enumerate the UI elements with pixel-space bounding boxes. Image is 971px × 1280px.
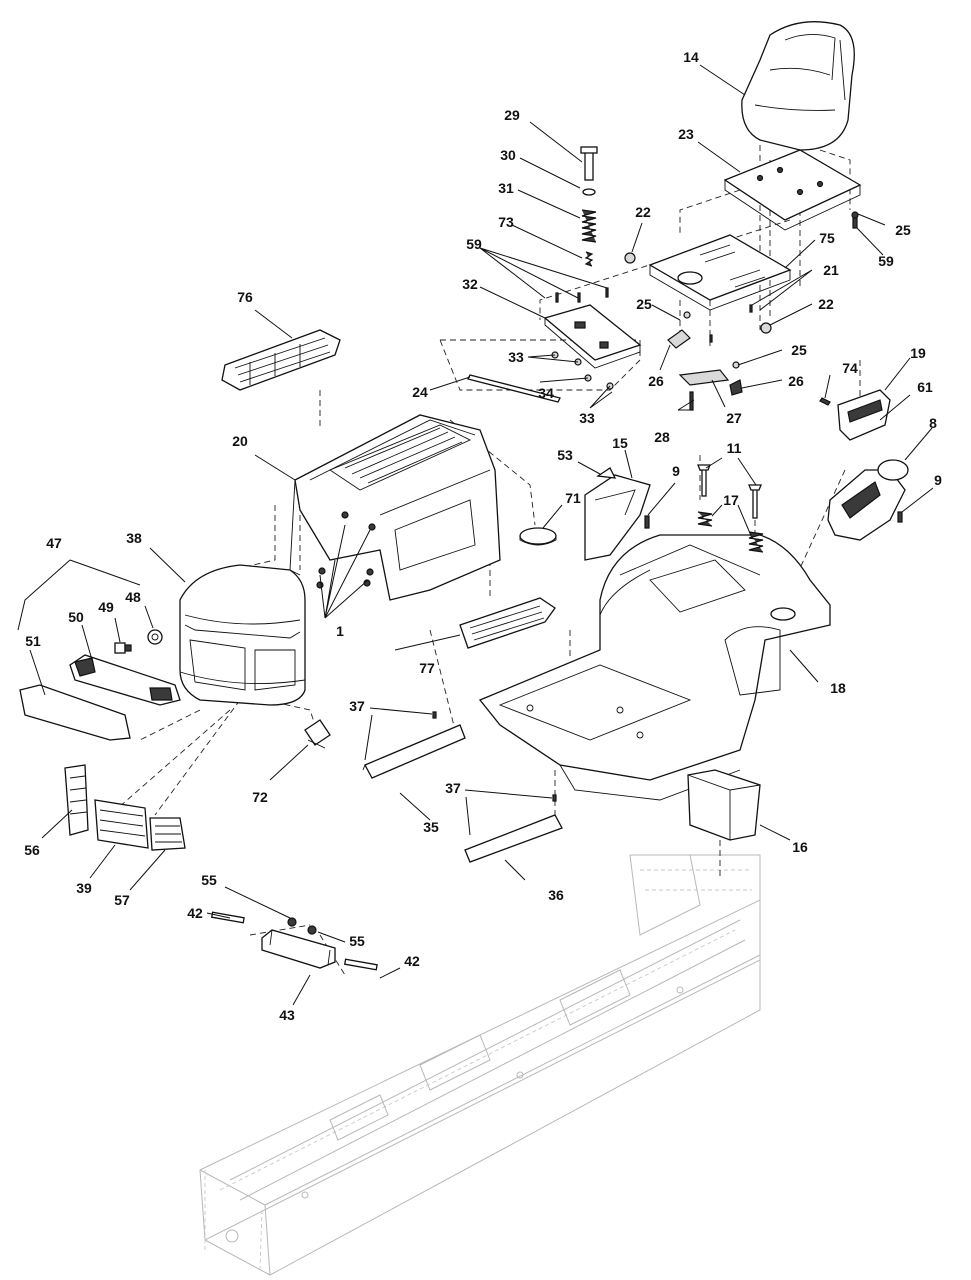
callout-28: 28 (654, 429, 670, 445)
callout-36: 36 (548, 887, 564, 903)
callout-42-right: 42 (404, 953, 420, 969)
callout-47: 47 (46, 535, 62, 551)
spring-bolts (697, 464, 764, 553)
fender-deck (478, 534, 831, 801)
callout-15: 15 (612, 435, 628, 451)
callout-59-right: 59 (878, 253, 894, 269)
callout-14: 14 (683, 49, 699, 65)
callout-73: 73 (498, 214, 514, 230)
chassis-frame-ghost (199, 854, 761, 1276)
seat-spring-stack (580, 146, 598, 267)
callout-56: 56 (24, 842, 40, 858)
headlight-parts (19, 629, 181, 741)
callout-35: 35 (423, 819, 439, 835)
seat (741, 21, 855, 151)
callout-30: 30 (500, 147, 516, 163)
side-vent (459, 597, 556, 649)
callout-26-left: 26 (648, 373, 664, 389)
callout-38: 38 (126, 530, 142, 546)
callout-29: 29 (504, 107, 520, 123)
callout-27: 27 (726, 410, 742, 426)
seat-pan (723, 149, 862, 231)
callout-37-right: 37 (445, 780, 461, 796)
callout-42-left: 42 (187, 905, 203, 921)
callout-24: 24 (412, 384, 428, 400)
hood-clip (304, 719, 331, 749)
callout-59-left: 59 (466, 236, 482, 252)
callout-21: 21 (823, 262, 839, 278)
callout-26-right: 26 (788, 373, 804, 389)
callout-8: 8 (929, 415, 937, 431)
console-right (827, 389, 909, 541)
callout-22-right: 22 (818, 296, 834, 312)
callout-16: 16 (792, 839, 808, 855)
callout-43: 43 (279, 1007, 295, 1023)
callout-49: 49 (98, 599, 114, 615)
callout-9-left: 9 (672, 463, 680, 479)
callout-25-low: 25 (791, 342, 807, 358)
callout-1: 1 (336, 623, 344, 639)
hood (289, 414, 501, 601)
callout-20: 20 (232, 433, 248, 449)
callout-74: 74 (842, 360, 858, 376)
callout-55-top: 55 (201, 872, 217, 888)
adjuster-parts (667, 329, 743, 411)
callout-17: 17 (723, 492, 739, 508)
callout-50: 50 (68, 609, 84, 625)
seat-bracket (648, 234, 792, 311)
callout-9-right: 9 (934, 472, 942, 488)
callout-25-mid: 25 (636, 296, 652, 312)
grille-housing (179, 564, 306, 706)
callout-39: 39 (76, 880, 92, 896)
callout-numbers: 14 23 29 30 31 73 59 32 33 34 33 24 22 7… (24, 49, 942, 1023)
callout-55-bottom: 55 (349, 933, 365, 949)
callout-77: 77 (419, 660, 435, 676)
callout-57: 57 (114, 892, 130, 908)
callout-37-left: 37 (349, 698, 365, 714)
grille-inserts (64, 764, 186, 851)
floor-mat-right (464, 814, 563, 863)
callout-71: 71 (565, 490, 581, 506)
right-step (584, 474, 651, 561)
dash-panel (221, 329, 341, 391)
callout-23: 23 (678, 126, 694, 142)
callout-19: 19 (910, 345, 926, 361)
callout-53: 53 (557, 447, 573, 463)
callout-25-top: 25 (895, 222, 911, 238)
floor-mat-left (362, 724, 466, 779)
callout-11: 11 (727, 440, 742, 456)
leader-lines (17, 64, 934, 1006)
callout-33-right: 33 (579, 410, 595, 426)
callout-34: 34 (538, 385, 554, 401)
callout-18: 18 (830, 680, 846, 696)
callout-48: 48 (125, 589, 141, 605)
callout-72: 72 (252, 789, 268, 805)
callout-75: 75 (819, 230, 835, 246)
plug (519, 527, 557, 545)
callout-76: 76 (237, 289, 253, 305)
adjust-plate (543, 304, 642, 369)
small-cap (596, 467, 617, 479)
callout-51: 51 (25, 633, 41, 649)
callout-31: 31 (498, 180, 514, 196)
callout-22-top: 22 (635, 204, 651, 220)
callout-33-left: 33 (508, 349, 524, 365)
fasteners (432, 211, 903, 802)
callout-32: 32 (462, 276, 478, 292)
storage-box (687, 769, 761, 841)
callout-61: 61 (917, 379, 933, 395)
